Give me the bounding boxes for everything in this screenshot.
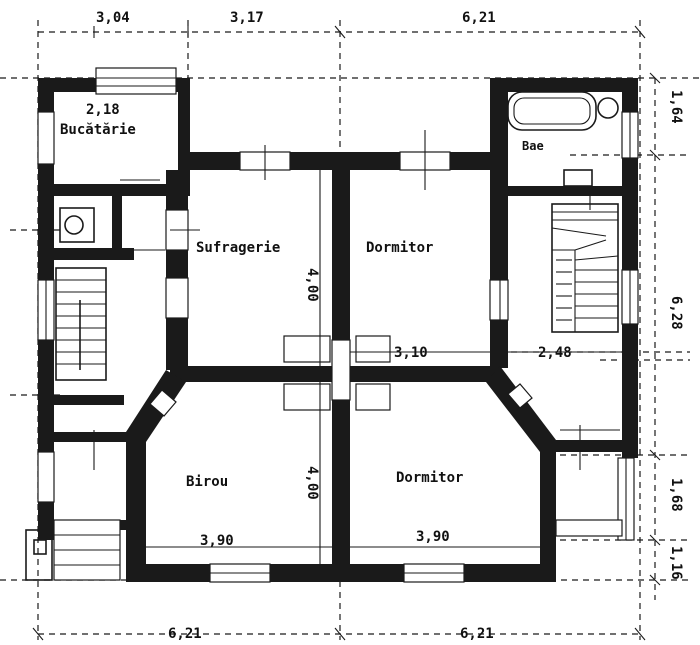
door-markers [93,130,620,470]
dim-right-c: 1,68 [668,478,684,512]
dimension-labels: 3,04 3,17 6,21 2,18 1,64 6,28 1,68 1,16 … [86,10,684,642]
fixtures [55,91,620,470]
dim-dining-height: 4,00 [304,268,320,302]
dim-right-a: 1,64 [668,90,684,124]
openings [25,67,639,583]
toilet-icon [59,207,95,243]
sink-icon [597,97,619,119]
dim-bottom-a: 6,21 [168,626,202,642]
room-labels: Bucătărie Sufragerie Dormitor Bae Birou … [60,122,544,490]
dim-top-a: 3,04 [96,10,130,26]
dim-bath-width: 2,48 [538,345,572,361]
walls [38,78,638,582]
room-label-office: Birou [186,474,228,490]
dim-top-c: 6,21 [462,10,496,26]
dim-office-width: 3,90 [200,533,234,549]
dim-office-height: 4,00 [304,466,320,500]
room-label-dining: Sufragerie [196,240,280,256]
dim-right-d: 1,16 [668,546,684,580]
dim-kitchen-width: 2,18 [86,102,120,118]
dim-right-b: 6,28 [668,296,684,330]
bathtub-icon [507,91,597,131]
room-label-bath: Bae [522,139,544,153]
room-label-kitchen: Bucătărie [60,122,136,138]
inner-dimension-lines [146,170,622,564]
dim-corridor-width: 3,10 [394,345,428,361]
room-label-bedroom-top: Dormitor [366,240,433,256]
right-stair [551,203,619,333]
dim-bedroom-width: 3,90 [416,529,450,545]
dim-bottom-b: 6,21 [460,626,494,642]
left-stair [55,267,107,381]
room-label-bedroom-bottom: Dormitor [396,470,463,486]
dim-top-b: 3,17 [230,10,264,26]
